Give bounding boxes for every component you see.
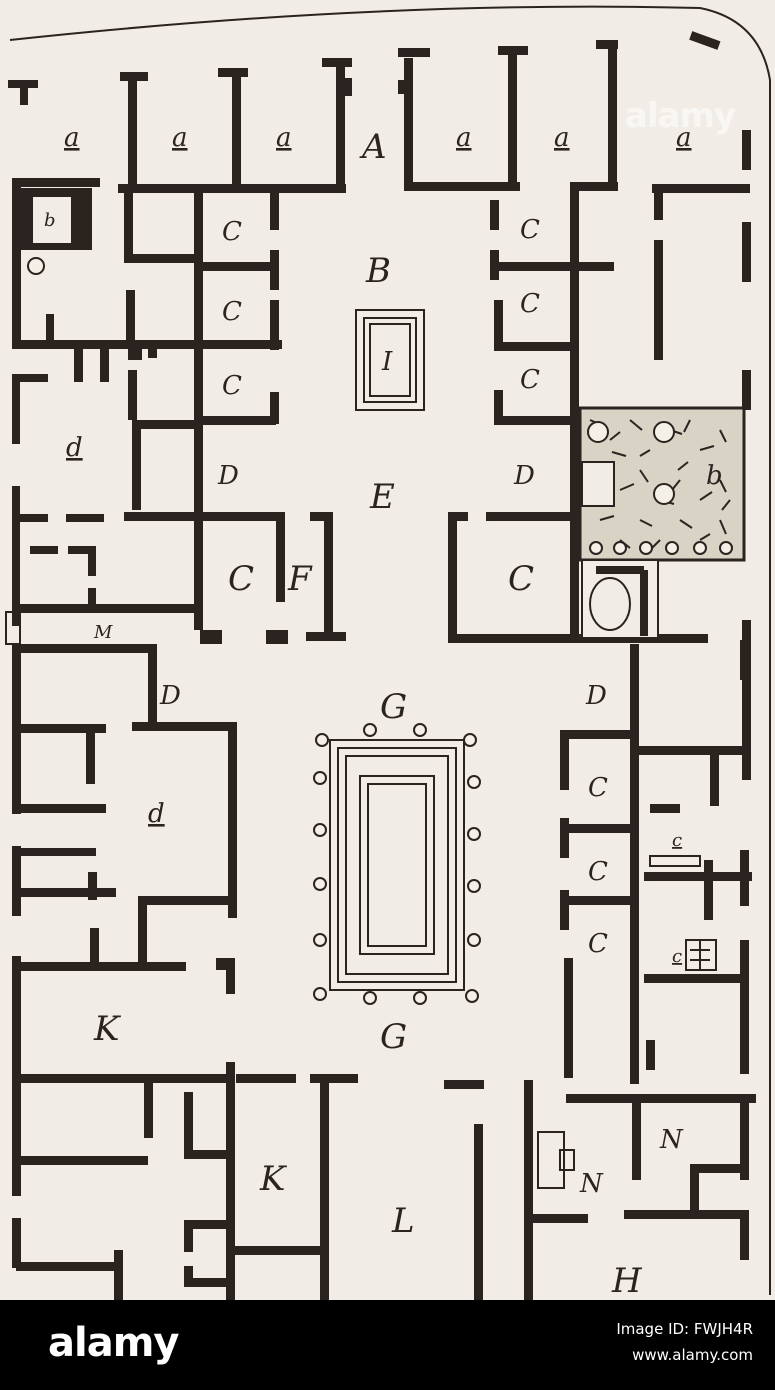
image-info: Image ID: FWJH4R www.alamy.com (616, 1316, 753, 1368)
label-d-2: d (148, 799, 165, 829)
label-C-7: C (520, 365, 540, 395)
label-F: F (287, 559, 313, 599)
label-D-1: D (217, 461, 239, 491)
stock-footer-bar: alamy Image ID: FWJH4R www.alamy.com (0, 1300, 775, 1390)
label-C-1: C (222, 217, 242, 247)
label-D-2: D (513, 461, 535, 491)
label-C-11: C (588, 929, 608, 959)
label-b-1: b (44, 210, 56, 231)
label-a-4: a (456, 123, 472, 153)
label-A: A (359, 127, 387, 167)
small-fixtures (5, 611, 717, 1189)
label-C-9: C (588, 773, 608, 803)
label-C-2: C (222, 297, 242, 327)
label-a-5: a (554, 123, 570, 153)
label-K-lower: K (259, 1159, 288, 1199)
label-G-top: G (380, 687, 407, 727)
peristyle-basin (329, 739, 465, 991)
label-C-5: C (520, 215, 540, 245)
label-D-3: D (159, 681, 181, 711)
image-id-text: Image ID: FWJH4R (616, 1320, 753, 1338)
label-C-10: C (588, 857, 608, 887)
label-C-4: C (228, 559, 254, 599)
watermark: alamy (624, 96, 736, 136)
floor-plan-image: A B I E F M G G K K L H N N D D D D C C … (0, 0, 775, 1300)
label-C-3: C (222, 371, 242, 401)
label-a-6: a (676, 123, 692, 153)
label-I: I (381, 347, 393, 377)
page-border (9, 5, 771, 1295)
label-C-8: C (508, 559, 534, 599)
label-b-2: b (706, 461, 723, 491)
label-K-left: K (93, 1009, 122, 1049)
label-B: B (365, 251, 391, 291)
label-E: E (369, 477, 395, 517)
vessel-feature (581, 559, 659, 639)
label-C-6: C (520, 289, 540, 319)
label-M: M (93, 622, 113, 643)
peristyle-columns (313, 723, 481, 1005)
label-a-1: a (64, 123, 80, 153)
site-url: www.alamy.com (632, 1346, 753, 1364)
garden-b-textured (578, 406, 746, 562)
label-d-1: d (66, 433, 83, 463)
label-a-3: a (276, 123, 292, 153)
walls (8, 31, 756, 1300)
impluvium-I (355, 309, 425, 411)
label-c-1: c (672, 830, 682, 851)
label-G-bottom: G (380, 1017, 407, 1057)
label-L: L (391, 1201, 415, 1241)
label-H: H (611, 1261, 643, 1300)
label-N-upper: N (659, 1125, 684, 1155)
label-a-2: a (172, 123, 188, 153)
label-c-2: c (672, 946, 682, 967)
label-D-4: D (585, 681, 607, 711)
label-N-lower: N (579, 1169, 604, 1199)
floor-plan-drawing: A B I E F M G G K K L H N N D D D D C C … (5, 5, 771, 1300)
alamy-logo: alamy (48, 1320, 179, 1366)
room-labels: A B I E F M G G K K L H N N D D D D C C … (44, 123, 723, 1300)
